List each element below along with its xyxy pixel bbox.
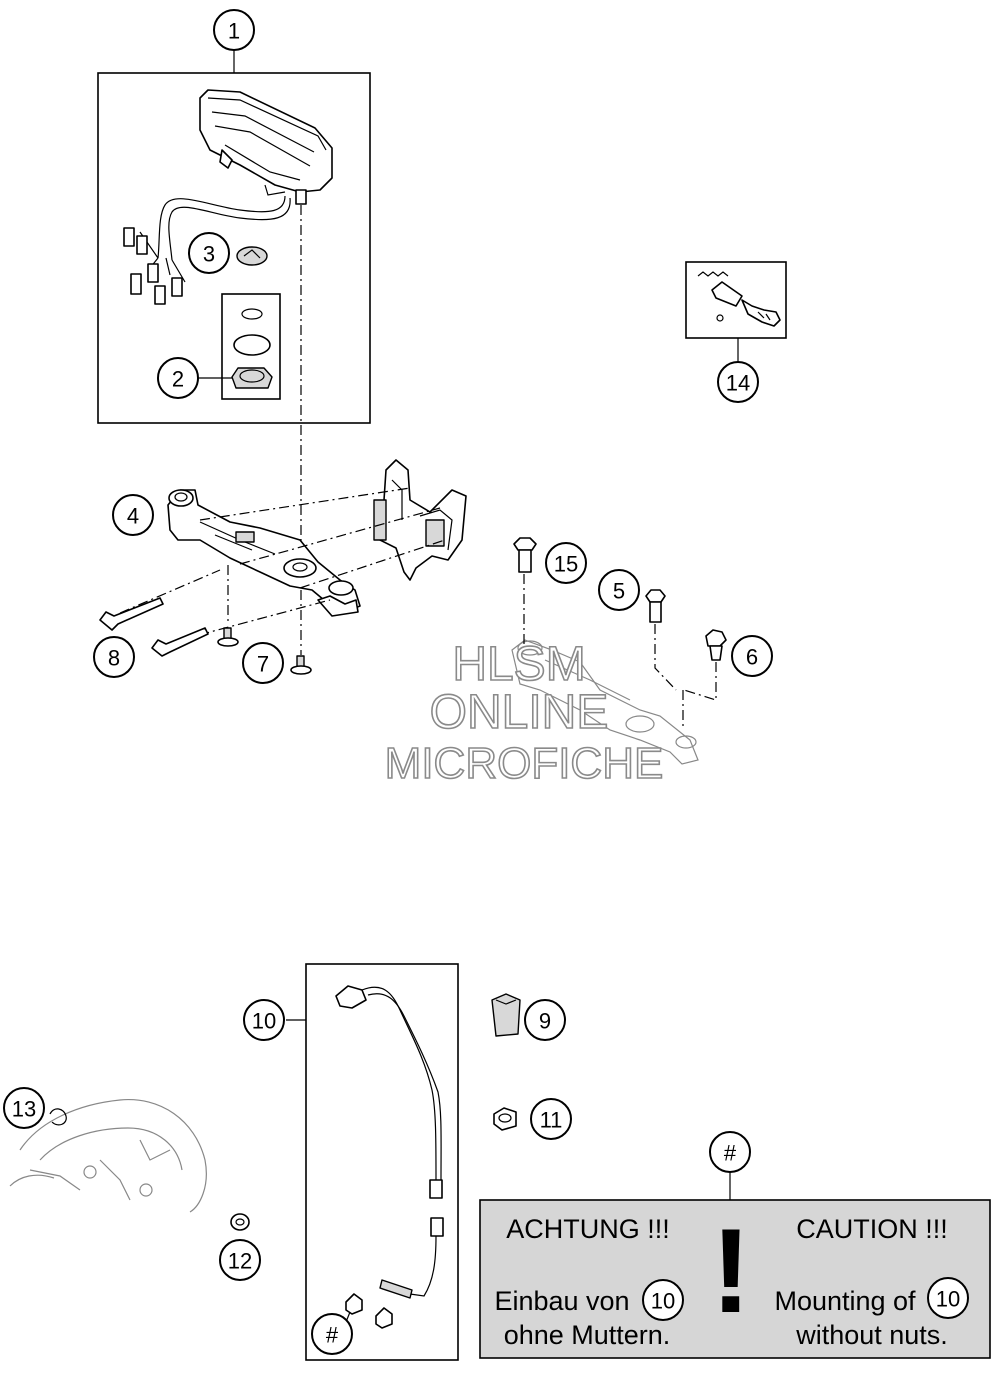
lock-cylinder-and-key xyxy=(697,271,781,327)
svg-text:4: 4 xyxy=(127,504,139,529)
svg-text:6: 6 xyxy=(746,645,758,670)
callout-14: 14 xyxy=(717,361,759,403)
bracket-holder-outline xyxy=(373,459,467,581)
svg-text:1: 1 xyxy=(228,19,240,44)
watermark-line-3: MICROFICHE xyxy=(385,739,664,788)
callout-12: 12 xyxy=(219,1239,261,1281)
part-3-cap xyxy=(236,246,268,266)
caution-line1-en: Mounting of xyxy=(774,1286,916,1316)
callout-10: 10 xyxy=(243,999,285,1041)
grommet-part-6 xyxy=(705,629,727,661)
callout-13: 13 xyxy=(3,1087,45,1129)
callout-5: 5 xyxy=(598,569,640,611)
svg-text:5: 5 xyxy=(613,579,625,604)
svg-text:10: 10 xyxy=(252,1009,276,1034)
instrument-cluster-part xyxy=(199,89,333,205)
svg-text:9: 9 xyxy=(539,1009,551,1034)
callout-1: 1 xyxy=(213,9,255,51)
caution-ref-en: 10 xyxy=(927,1277,969,1319)
callout-2: 2 xyxy=(157,357,199,399)
callout-hash-nuts: # xyxy=(311,1313,353,1355)
wiring-harness xyxy=(123,195,291,305)
circlip-part-13 xyxy=(49,1108,67,1126)
callout-4: 4 xyxy=(112,494,154,536)
screw-part-7 xyxy=(217,627,312,675)
caution-panel xyxy=(479,1199,991,1359)
svg-text:11: 11 xyxy=(540,1108,563,1133)
svg-text:10: 10 xyxy=(936,1287,960,1312)
caution-ref-de: 10 xyxy=(642,1279,684,1321)
caution-line1-de: Einbau von xyxy=(494,1286,629,1316)
callout-9: 9 xyxy=(524,999,566,1041)
svg-text:13: 13 xyxy=(12,1097,36,1122)
callout-7: 7 xyxy=(242,642,284,684)
clamp-part-11 xyxy=(493,1107,517,1131)
clip-part-9 xyxy=(491,993,521,1037)
callout-15: 15 xyxy=(545,542,587,584)
part-2-group-frame xyxy=(221,293,281,400)
bolt-part-8 xyxy=(99,597,209,657)
part-2-seals xyxy=(231,308,273,389)
callout-3: 3 xyxy=(188,232,230,274)
spacer-part-12 xyxy=(230,1213,250,1231)
svg-text:12: 12 xyxy=(228,1249,252,1274)
caution-title-en: CAUTION !!! xyxy=(796,1214,948,1244)
callout-8: 8 xyxy=(93,636,135,678)
watermark-line-2: ONLINE xyxy=(430,686,609,739)
caution-line2-en: without nuts. xyxy=(795,1320,948,1350)
svg-text:7: 7 xyxy=(257,652,269,677)
caution-line2-de: ohne Muttern. xyxy=(504,1320,671,1350)
svg-text:2: 2 xyxy=(172,367,184,392)
callout-6: 6 xyxy=(731,635,773,677)
svg-text:8: 8 xyxy=(108,646,120,671)
svg-text:10: 10 xyxy=(651,1289,675,1314)
pin-part-15 xyxy=(513,537,537,573)
watermark: HLSM ONLINE MICROFICHE xyxy=(384,637,664,789)
svg-text:#: # xyxy=(326,1323,339,1348)
callout-11: 11 xyxy=(530,1098,572,1140)
svg-text:3: 3 xyxy=(203,242,215,267)
pin-part-5 xyxy=(645,589,666,623)
svg-text:15: 15 xyxy=(554,552,578,577)
part-10-group-frame xyxy=(305,963,459,1361)
brake-disc-outline xyxy=(9,1098,207,1213)
svg-text:14: 14 xyxy=(726,371,750,396)
callout-hash-caution: # xyxy=(709,1131,751,1173)
exclamation-icon: ! xyxy=(711,1204,751,1338)
watermark-line-1: HLSM xyxy=(452,638,585,691)
dash-bracket-part-4 xyxy=(167,489,361,617)
svg-text:#: # xyxy=(724,1141,737,1166)
part-14-group-frame xyxy=(685,261,787,339)
caution-title-de: ACHTUNG !!! xyxy=(506,1214,670,1244)
speed-sensor-cable xyxy=(335,985,444,1329)
secondary-bracket xyxy=(511,639,699,765)
